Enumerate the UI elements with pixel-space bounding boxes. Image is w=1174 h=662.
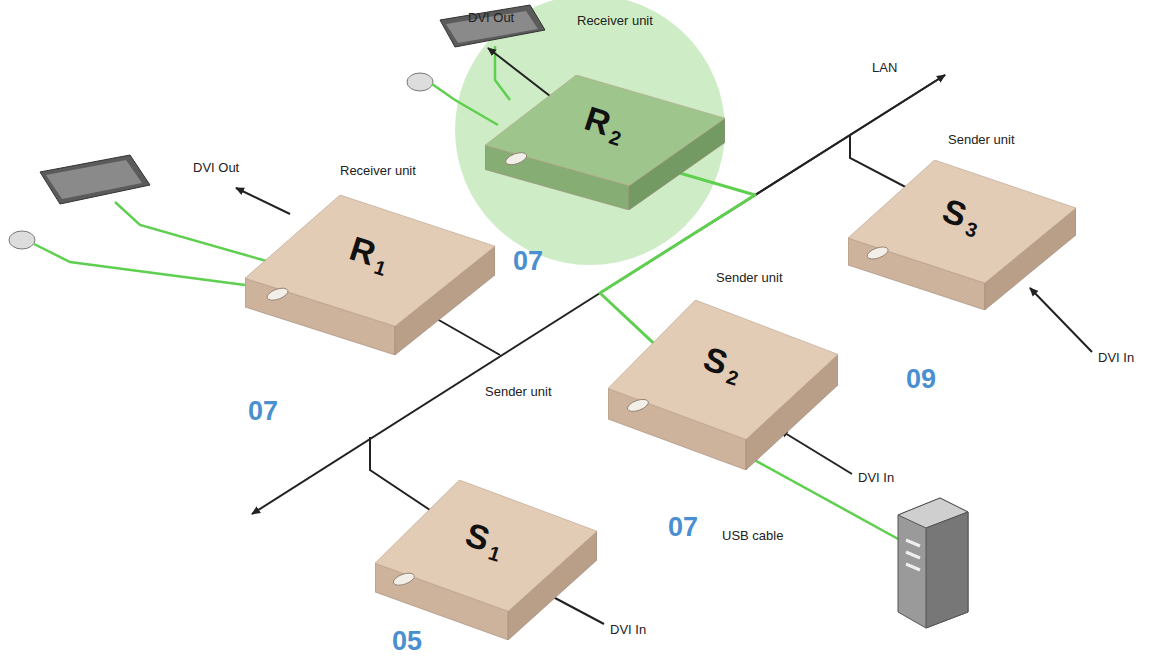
unit-box xyxy=(485,75,725,210)
network-wire xyxy=(370,437,430,510)
network-wire xyxy=(850,135,915,192)
unit-box xyxy=(375,480,597,640)
box-face xyxy=(245,195,495,326)
dvi-arrow xyxy=(780,430,852,474)
dvi-arrow xyxy=(1030,288,1092,352)
callout-number: 05 xyxy=(392,626,422,657)
brand-logo xyxy=(866,245,890,262)
mouse-icon xyxy=(407,73,433,91)
computer-icon xyxy=(926,512,968,628)
unit-box xyxy=(848,160,1076,310)
dvi-label: DVI In xyxy=(858,470,894,485)
keyboard-icon xyxy=(40,155,150,204)
drive-bay xyxy=(906,540,920,546)
network-label: LAN xyxy=(872,60,897,75)
unit-box: Sender unitS1 xyxy=(375,480,597,640)
dvi-arrow xyxy=(236,188,290,214)
drive-bay xyxy=(906,564,920,570)
box-face xyxy=(485,75,725,186)
unit-heading: Sender unit xyxy=(716,270,783,285)
unit-heading: Sender unit xyxy=(948,132,1015,147)
callout-number: 07 xyxy=(513,246,543,277)
box-face xyxy=(608,300,838,439)
dvi-arrow xyxy=(488,48,550,96)
computer-icon xyxy=(898,498,968,628)
dvi-label: DVI In xyxy=(610,622,646,637)
callout-number: 07 xyxy=(248,396,278,427)
brand-logo xyxy=(392,571,416,588)
unit-box: Sender unitS3 xyxy=(848,160,1076,310)
keyboard-icon xyxy=(46,160,142,199)
unit-box: Receiver unitR2 xyxy=(485,75,725,210)
unit-heading: Receiver unit xyxy=(340,163,416,178)
usb-wire xyxy=(115,202,270,262)
keyboard-icon xyxy=(440,5,545,47)
brand-logo xyxy=(265,286,289,303)
callout-number: 09 xyxy=(906,364,936,395)
unit-box: Sender unitS2 xyxy=(608,300,838,470)
brand-logo xyxy=(626,397,650,414)
keyboard-icon xyxy=(446,11,538,43)
unit-heading: Receiver unit xyxy=(577,13,653,28)
unit-box: Receiver unitR1 xyxy=(245,195,495,355)
mouse-icon xyxy=(9,231,35,249)
box-face xyxy=(375,480,597,611)
cable-label: USB cable xyxy=(722,528,783,543)
brand-logo xyxy=(504,150,528,167)
dvi-label: DVI Out xyxy=(468,10,514,25)
callout-number: 07 xyxy=(668,512,698,543)
usb-wire xyxy=(432,84,498,125)
box-face xyxy=(848,160,1076,283)
unit-heading: Sender unit xyxy=(485,384,552,399)
dvi-label: DVI Out xyxy=(193,160,239,175)
unit-box xyxy=(245,195,495,355)
network-wire xyxy=(430,315,500,355)
usb-wire xyxy=(34,244,245,285)
usb-cable xyxy=(740,452,900,540)
unit-box xyxy=(608,300,838,470)
dvi-label: DVI In xyxy=(1098,350,1134,365)
drive-bay xyxy=(906,552,920,558)
